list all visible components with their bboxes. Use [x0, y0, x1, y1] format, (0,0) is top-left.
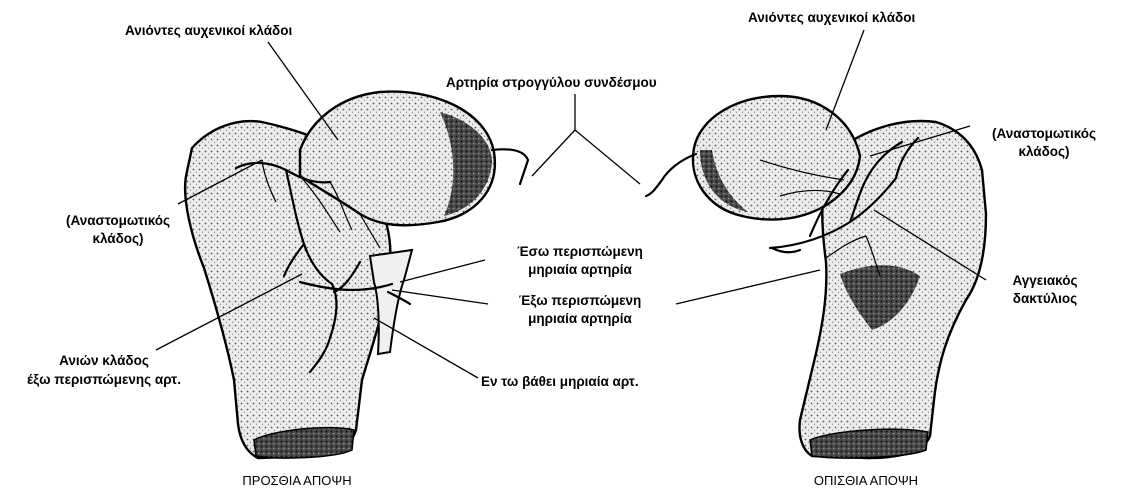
posterior-round-ligament-stub [646, 154, 696, 196]
label-left-anastomotic-line1: (Αναστομωτικός [66, 213, 170, 228]
label-left-anastomotic-line2: κλάδος) [92, 231, 143, 246]
label-right-anastomotic-line2: κλάδος) [1018, 144, 1069, 159]
label-right-ascending-cervical: Ανιόντες αυχενικοί κλάδοι [748, 10, 915, 25]
anterior-femur-drawing [185, 92, 528, 458]
label-ascending-branch-line1: Ανιών κλάδος [59, 353, 149, 368]
posterior-femur-drawing [646, 96, 986, 458]
leader-medial-circumflex [400, 260, 485, 282]
label-ascending-branch-line2: έξω περισπώμενης αρτ. [27, 372, 181, 387]
leader-lateral-circumflex-right [676, 270, 820, 304]
label-posterior-view: ΟΠΙΣΘΙΑ ΑΠΟΨΗ [814, 473, 918, 488]
label-left-ascending-cervical: Ανιόντες αυχενικοί κλάδοι [125, 23, 292, 38]
leader-right-ascending-cervical [826, 30, 864, 130]
posterior-medial-circumflex [772, 248, 800, 252]
label-round-ligament-artery: Αρτηρία στρογγύλου συνδέσμου [446, 75, 657, 90]
label-anterior-view: ΠΡΟΣΘΙΑ ΑΠΟΨΗ [242, 473, 351, 488]
label-lateral-circumflex-line2: μηριαία αρτηρία [528, 311, 632, 326]
label-vascular-ring-line1: Αγγειακός [1012, 273, 1077, 288]
label-deep-femoral: Εν τω βάθει μηριαία αρτ. [481, 374, 639, 389]
label-vascular-ring-line2: δακτύλιος [1013, 291, 1077, 306]
label-right-anastomotic-line1: (Αναστομωτικός [992, 126, 1096, 141]
anterior-round-ligament-stub [492, 149, 528, 184]
leader-round-ligament-right [575, 130, 640, 184]
label-medial-circumflex-line1: Έσω περισπώμενη [517, 244, 643, 259]
label-medial-circumflex-line2: μηριαία αρτηρία [528, 262, 632, 277]
label-lateral-circumflex-line1: Έξω περισπώμενη [519, 293, 642, 308]
leader-round-ligament-left [532, 130, 575, 176]
